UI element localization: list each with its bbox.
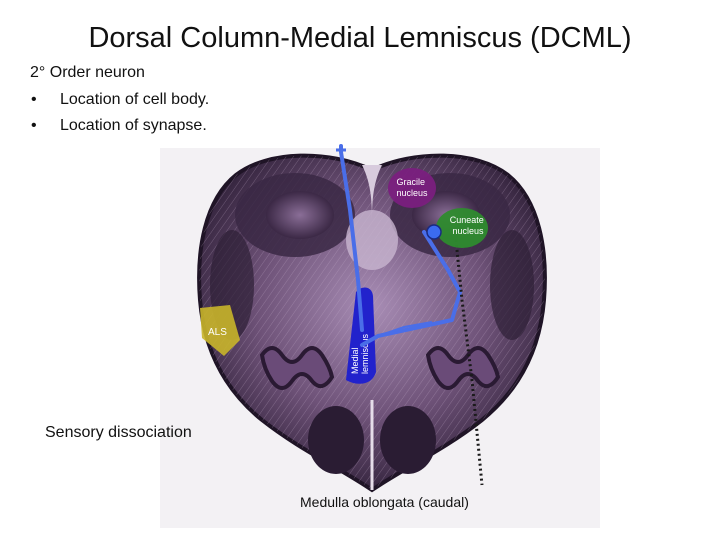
bullet-text: Location of cell body. [60, 91, 210, 108]
dorsal-median-sulcus [362, 165, 382, 225]
right-inferior-olive [425, 346, 501, 390]
bullet-list: • Location of cell body. • Location of syn… [30, 90, 209, 142]
bullet-item: • Location of synapse. [30, 116, 209, 142]
bullet-dot: • [31, 91, 37, 108]
als-region [200, 305, 240, 356]
gracile-label-line1: Gracile [396, 177, 425, 187]
slide-title: Dorsal Column-Medial Lemniscus (DCML) [88, 22, 632, 54]
medial-lemniscus-label-line2: lemniscus [360, 333, 370, 374]
medial-lemniscus-label-line1: Medial [350, 347, 360, 374]
dotted-pointer-line [454, 239, 484, 486]
internal-arcuate-fibers [360, 230, 462, 347]
bullet-dot: • [31, 117, 37, 134]
medial-lemniscus-label: Medial lemniscus [350, 333, 370, 374]
cell-body [426, 224, 442, 240]
medial-lemniscus-region [346, 287, 376, 384]
right-pyramid [380, 406, 436, 474]
als-label: ALS [208, 327, 227, 338]
right-lateral-band [490, 230, 534, 340]
left-pyramid [308, 406, 364, 474]
central-canal-region [346, 210, 398, 270]
arcuate-fibers-detail [377, 321, 433, 337]
cuneate-label-line2: nucleus [452, 226, 484, 236]
cuneate-nucleus [436, 208, 488, 248]
left-inferior-olive [259, 346, 335, 390]
cuneate-label: Cuneate nucleus [450, 215, 487, 236]
gracile-label-line2: nucleus [396, 188, 428, 198]
left-nucleus-light [266, 191, 334, 239]
gracile-label: Gracile nucleus [396, 177, 428, 198]
bullet-text: Location of synapse. [60, 117, 207, 134]
cuneate-label-line1: Cuneate [450, 215, 484, 225]
medulla-caption: Medulla oblongata (caudal) [300, 494, 469, 510]
subheading: 2° Order neuron [30, 64, 145, 81]
bullet-item: • Location of cell body. [30, 90, 209, 116]
sensory-dissociation-caption: Sensory dissociation [45, 424, 192, 441]
gracile-nucleus [388, 168, 436, 208]
